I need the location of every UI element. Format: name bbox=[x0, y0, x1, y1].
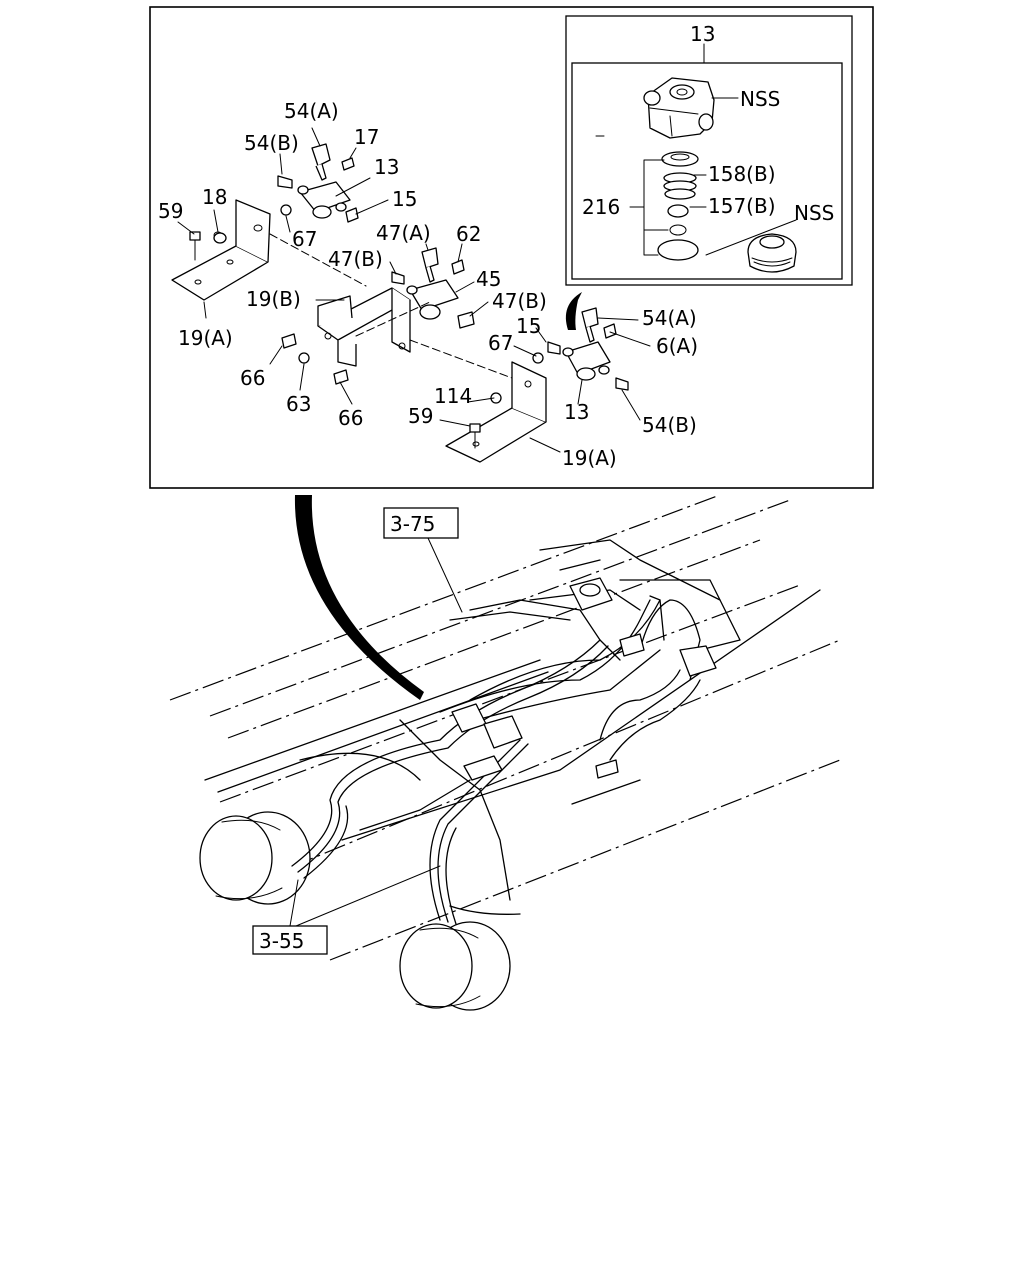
callout-label: 54(B) bbox=[642, 413, 697, 437]
ref-box-3-55 bbox=[252, 925, 328, 955]
bracket-right bbox=[445, 361, 547, 463]
callout-label: 63 bbox=[286, 392, 311, 416]
valve-middle bbox=[281, 247, 475, 385]
callout-label: 59 bbox=[408, 404, 433, 428]
ref-leaders bbox=[289, 537, 463, 927]
callout-label: 15 bbox=[516, 314, 541, 338]
guide-lines bbox=[269, 233, 513, 379]
callout-label: NSS bbox=[794, 201, 834, 225]
callout-label: 62 bbox=[456, 222, 481, 246]
callout-label: 54(A) bbox=[642, 306, 697, 330]
callout-label: 19(B) bbox=[246, 287, 301, 311]
callout-label: 6(A) bbox=[656, 334, 698, 358]
inset-valve-body bbox=[643, 77, 715, 139]
inset-frame-inner bbox=[571, 62, 843, 280]
callout-label: 13 bbox=[374, 155, 399, 179]
inset-frame-outer bbox=[565, 15, 853, 286]
reference-label: 3-75 bbox=[390, 512, 435, 536]
callout-label: 114 bbox=[434, 384, 472, 408]
callout-label: 157(B) bbox=[708, 194, 776, 218]
callout-label: 67 bbox=[488, 331, 513, 355]
callout-label: 66 bbox=[338, 406, 363, 430]
callout-label: 158(B) bbox=[708, 162, 776, 186]
callout-label: 13 bbox=[690, 22, 715, 46]
callout-label: 54(B) bbox=[244, 131, 299, 155]
bracket-middle bbox=[317, 287, 411, 367]
detail-leaders bbox=[177, 127, 651, 453]
callout-label: 59 bbox=[158, 199, 183, 223]
callout-label: 13 bbox=[564, 400, 589, 424]
air-chamber-left bbox=[199, 811, 311, 905]
callout-label: 18 bbox=[202, 185, 227, 209]
valve-left bbox=[189, 143, 359, 261]
curved-pointer bbox=[294, 495, 424, 700]
callout-label: 66 bbox=[240, 366, 265, 390]
callout-label: 54(A) bbox=[284, 99, 339, 123]
callout-label: 15 bbox=[392, 187, 417, 211]
callout-label: 67 bbox=[292, 227, 317, 251]
callout-label: 216 bbox=[582, 195, 620, 219]
callout-label: 47(B) bbox=[328, 247, 383, 271]
inset-leaders bbox=[629, 43, 797, 256]
callout-labels: 13 NSS 158(B) 216 157(B) NSS 54(A) 54(B)… bbox=[158, 22, 834, 953]
callout-label: 47(A) bbox=[376, 221, 431, 245]
ref-box-3-75 bbox=[383, 507, 459, 539]
callout-label: 19(A) bbox=[178, 326, 233, 350]
callout-label: 45 bbox=[476, 267, 501, 291]
inset-stack bbox=[657, 151, 699, 261]
air-chamber-right bbox=[399, 921, 511, 1011]
inset-nss-cap bbox=[747, 233, 797, 273]
reference-label: 3-55 bbox=[259, 929, 304, 953]
bracket-left bbox=[171, 199, 271, 301]
callout-label: 47(B) bbox=[492, 289, 547, 313]
curved-pointer-top bbox=[565, 292, 582, 330]
callout-label: NSS bbox=[740, 87, 780, 111]
callout-label: 17 bbox=[354, 125, 379, 149]
chassis-valves bbox=[451, 577, 717, 781]
detail-frame bbox=[149, 6, 874, 489]
callout-label: 19(A) bbox=[562, 446, 617, 470]
